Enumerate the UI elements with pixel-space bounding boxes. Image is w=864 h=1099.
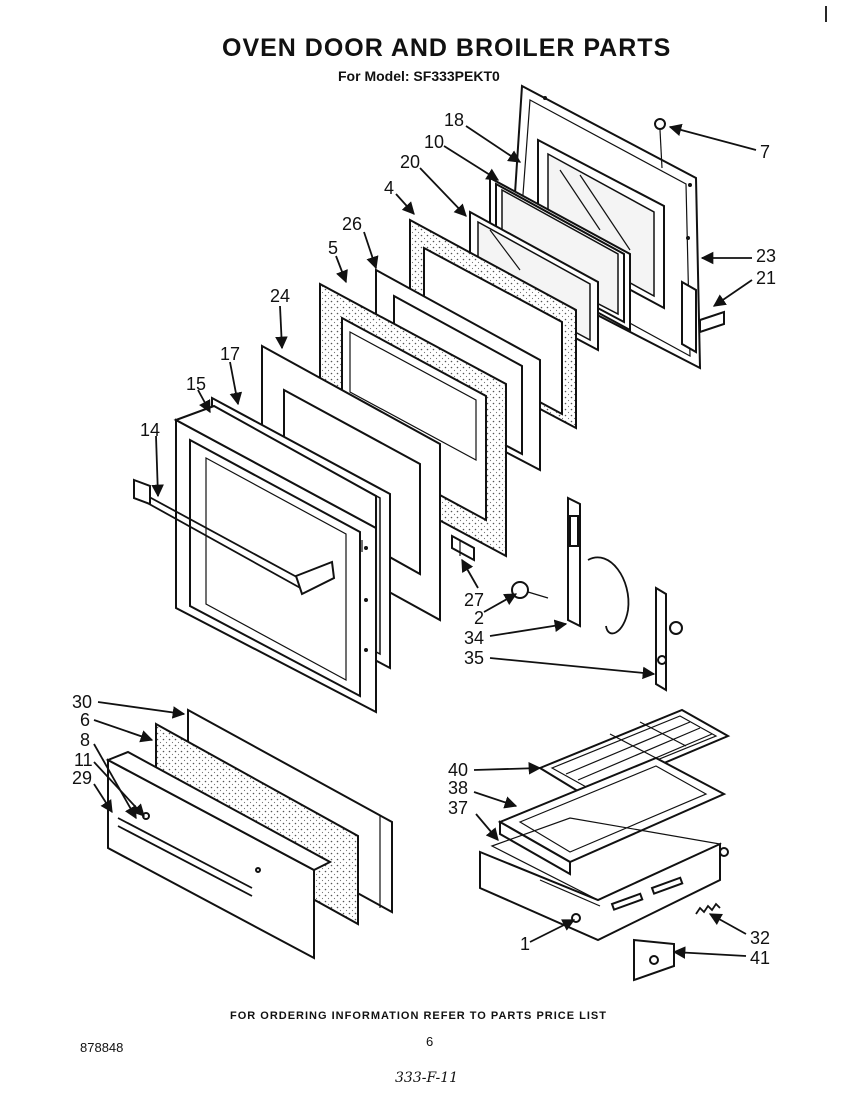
callout-2: 2: [474, 608, 484, 628]
part-29-drawer-front: [105, 750, 333, 960]
callout-8: 8: [80, 730, 90, 750]
part-38-broiler-pan: [497, 756, 727, 876]
callout-37: 37: [448, 798, 468, 818]
callout-6: 6: [80, 710, 90, 730]
callout-14: 14: [140, 420, 160, 440]
callout-11: 11: [74, 750, 93, 770]
part-34-hinge: [511, 496, 630, 635]
callout-21: 21: [756, 268, 776, 288]
callout-1: 1: [520, 934, 530, 954]
callout-41: 41: [750, 948, 770, 968]
callout-29: 29: [72, 768, 92, 788]
callout-23: 23: [756, 246, 776, 266]
callout-15: 15: [186, 374, 206, 394]
callout-7: 7: [760, 142, 770, 162]
handwritten-note: 333-F-11: [395, 1070, 459, 1086]
callout-5: 5: [328, 238, 338, 258]
callout-17: 17: [220, 344, 240, 364]
part-37-broiler-drawer: [479, 817, 729, 942]
callout-40: 40: [448, 760, 468, 780]
part-7-screw: [654, 118, 666, 169]
leader-lines: [93, 123, 757, 959]
ordering-note: FOR ORDERING INFORMATION REFER TO PARTS …: [230, 1010, 607, 1022]
callout-30: 30: [72, 692, 92, 712]
callout-26: 26: [342, 214, 362, 234]
callout-34: 34: [464, 628, 484, 648]
callout-20: 20: [400, 152, 420, 172]
part-14-door-handle: [133, 478, 336, 596]
model-subtitle: For Model: SF333PEKT0: [338, 68, 500, 84]
part-21-hinge-rod: [681, 280, 725, 354]
part-35-hinge-receiver: [655, 586, 683, 692]
callout-27: 27: [464, 590, 484, 610]
callout-labels: 7 18 10 20 4 26 5 24 17 15 14 23 21 27 2…: [72, 110, 776, 968]
callout-38: 38: [448, 778, 468, 798]
page-title: OVEN DOOR AND BROILER PARTS: [222, 34, 672, 62]
part-32-spring: [695, 902, 721, 915]
callout-18: 18: [444, 110, 464, 130]
callout-35: 35: [464, 648, 484, 668]
callout-24: 24: [270, 286, 290, 306]
callout-10: 10: [424, 132, 444, 152]
callout-4: 4: [384, 178, 394, 198]
part-27-bracket: [451, 534, 475, 562]
callout-32: 32: [750, 928, 770, 948]
page-number: 6: [426, 1034, 434, 1049]
part-41-clip: [633, 938, 675, 982]
document-number: 878848: [80, 1040, 124, 1055]
